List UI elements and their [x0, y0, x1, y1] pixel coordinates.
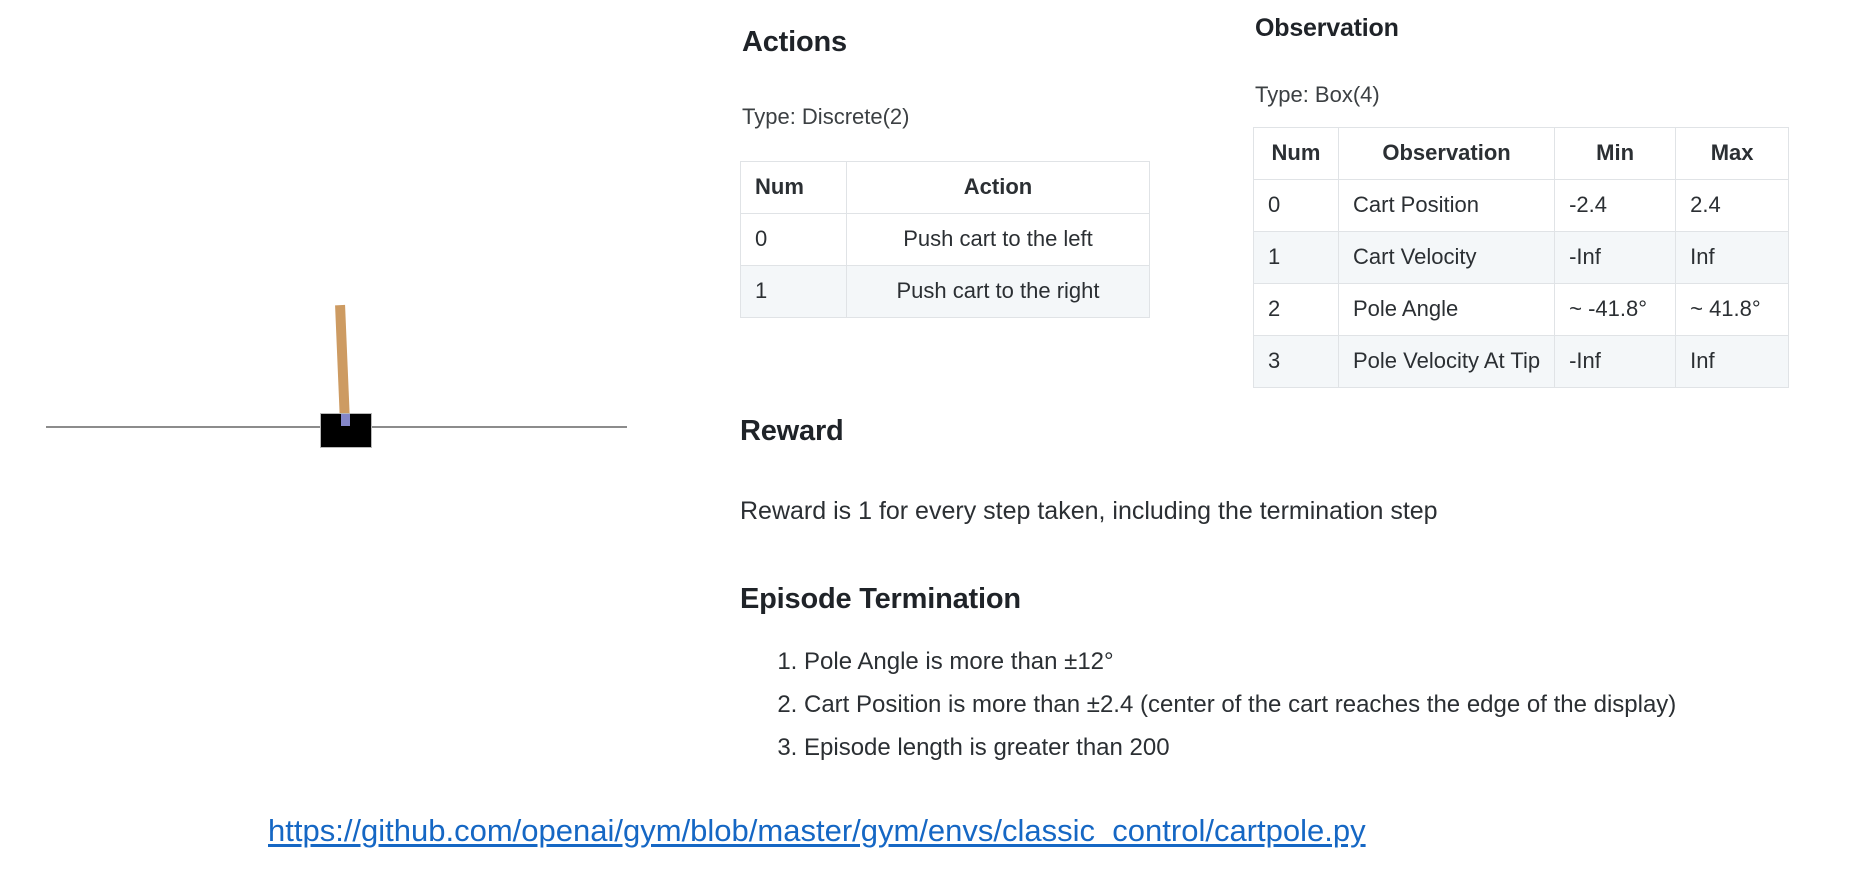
- axle-icon: [341, 414, 350, 426]
- list-item: Pole Angle is more than ±12°: [804, 648, 1676, 676]
- table-row: 2 Pole Angle ~ -41.8° ~ 41.8°: [1253, 283, 1790, 336]
- observation-cell-name: Cart Velocity: [1337, 231, 1556, 284]
- reward-heading: Reward: [740, 415, 844, 447]
- cart-icon: [320, 413, 372, 448]
- observation-cell-num: 3: [1253, 335, 1339, 388]
- episode-termination-list: Pole Angle is more than ±12° Cart Positi…: [762, 648, 1676, 777]
- pole-icon: [335, 304, 350, 424]
- table-header-row: Num Observation Min Max: [1253, 127, 1790, 180]
- observation-cell-min: -Inf: [1554, 335, 1677, 388]
- table-row: 1 Push cart to the right: [740, 265, 1150, 318]
- source-code-link[interactable]: https://github.com/openai/gym/blob/maste…: [268, 813, 1366, 848]
- actions-col-action: Action: [846, 161, 1150, 214]
- actions-cell-action: Push cart to the left: [846, 213, 1150, 266]
- observation-cell-num: 0: [1253, 179, 1339, 232]
- episode-termination-heading: Episode Termination: [740, 583, 1021, 615]
- observation-col-min: Min: [1554, 127, 1677, 180]
- actions-cell-num: 1: [740, 265, 847, 318]
- observation-cell-min: ~ -41.8°: [1554, 283, 1677, 336]
- observation-col-num: Num: [1253, 127, 1339, 180]
- observation-heading: Observation: [1255, 14, 1399, 42]
- list-item: Cart Position is more than ±2.4 (center …: [804, 691, 1676, 719]
- cartpole-illustration: [0, 250, 680, 510]
- observation-col-max: Max: [1675, 127, 1790, 180]
- observation-cell-max: ~ 41.8°: [1675, 283, 1790, 336]
- list-item: Episode length is greater than 200: [804, 734, 1676, 762]
- table-row: 1 Cart Velocity -Inf Inf: [1253, 231, 1790, 284]
- actions-cell-action: Push cart to the right: [846, 265, 1150, 318]
- table-header-row: Num Action: [740, 161, 1150, 214]
- observation-cell-max: Inf: [1675, 335, 1790, 388]
- actions-col-num: Num: [740, 161, 847, 214]
- observation-cell-min: -2.4: [1554, 179, 1677, 232]
- observation-cell-num: 1: [1253, 231, 1339, 284]
- observation-cell-name: Cart Position: [1337, 179, 1556, 232]
- actions-table: Num Action 0 Push cart to the left 1 Pus…: [740, 161, 1150, 318]
- table-row: 0 Push cart to the left: [740, 213, 1150, 266]
- table-row: 0 Cart Position -2.4 2.4: [1253, 179, 1790, 232]
- observation-cell-name: Pole Velocity At Tip: [1337, 335, 1556, 388]
- actions-cell-num: 0: [740, 213, 847, 266]
- table-row: 3 Pole Velocity At Tip -Inf Inf: [1253, 335, 1790, 388]
- observation-cell-num: 2: [1253, 283, 1339, 336]
- actions-type-line: Type: Discrete(2): [742, 104, 910, 129]
- reward-text: Reward is 1 for every step taken, includ…: [740, 497, 1438, 525]
- observation-cell-max: 2.4: [1675, 179, 1790, 232]
- observation-cell-min: -Inf: [1554, 231, 1677, 284]
- observation-type-line: Type: Box(4): [1255, 82, 1380, 107]
- observation-cell-max: Inf: [1675, 231, 1790, 284]
- observation-table: Num Observation Min Max 0 Cart Position …: [1253, 127, 1790, 388]
- observation-col-observation: Observation: [1337, 127, 1556, 180]
- observation-cell-name: Pole Angle: [1337, 283, 1556, 336]
- actions-heading: Actions: [742, 26, 847, 58]
